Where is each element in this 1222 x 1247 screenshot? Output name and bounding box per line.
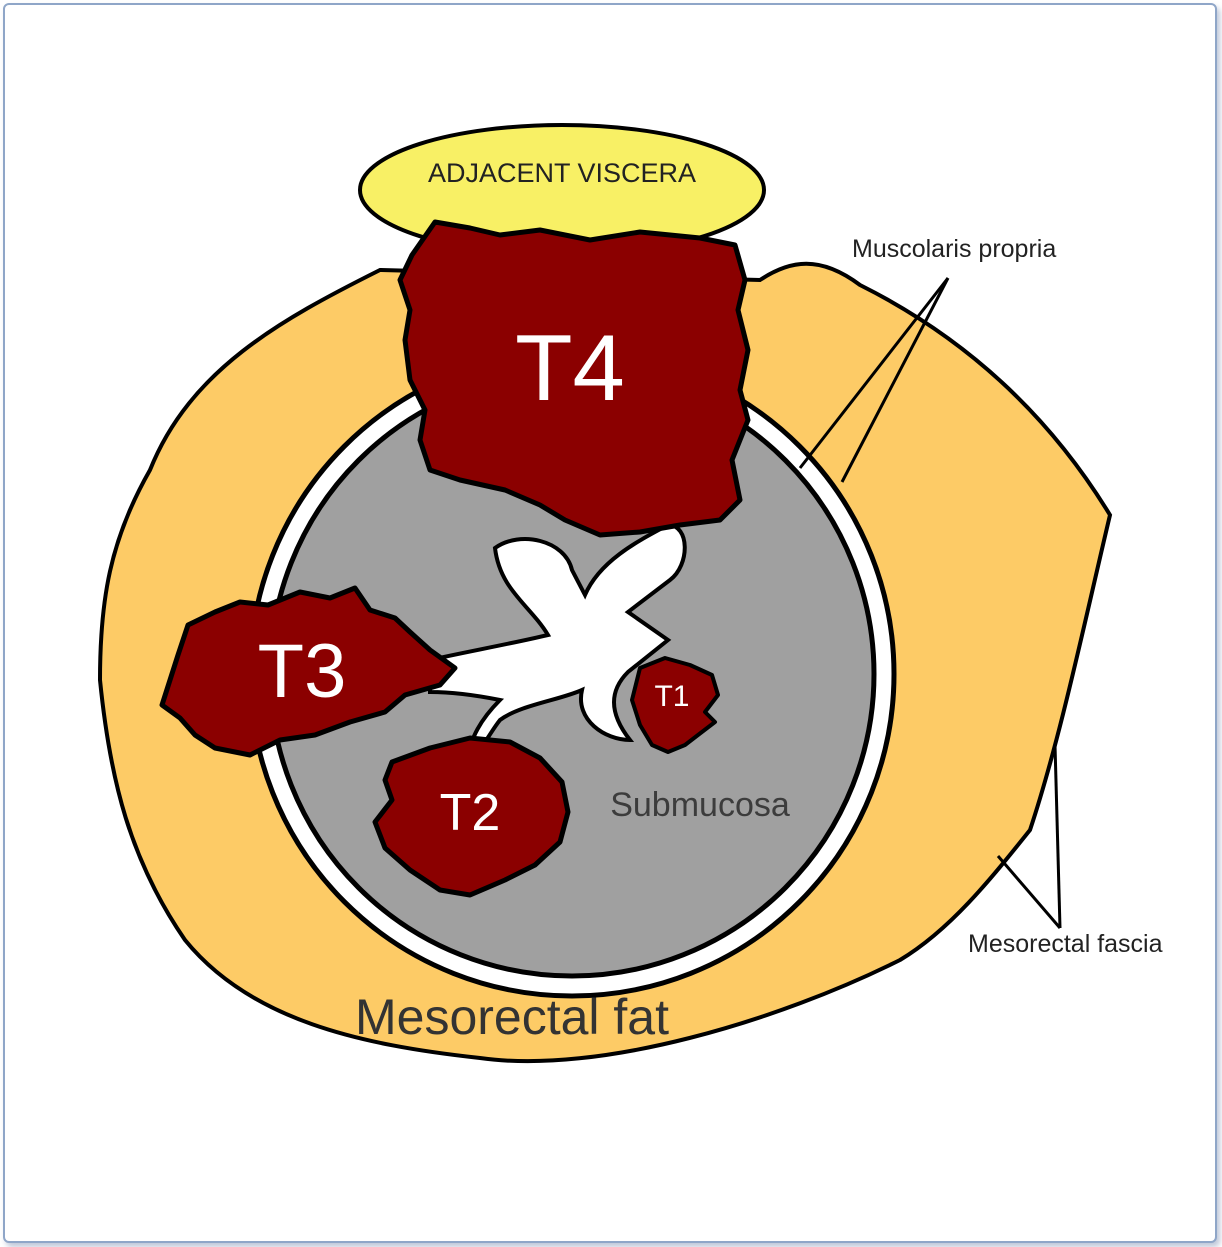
mesorectal-fascia-label: Mesorectal fascia	[968, 930, 1163, 958]
fascia-pointer-lower	[998, 856, 1060, 928]
t1-label: T1	[654, 680, 689, 713]
submucosa-label: Submucosa	[610, 786, 790, 824]
adjacent-viscera-label: ADJACENT VISCERA	[428, 158, 696, 188]
mesorectal-fat-label: Mesorectal fat	[355, 989, 669, 1045]
fascia-pointer-upper	[1055, 745, 1060, 928]
t3-label: T3	[258, 629, 347, 714]
t4-label: T4	[515, 315, 625, 420]
t2-label: T2	[440, 784, 501, 842]
muscularis-propria-label: Muscolaris propria	[852, 235, 1056, 263]
